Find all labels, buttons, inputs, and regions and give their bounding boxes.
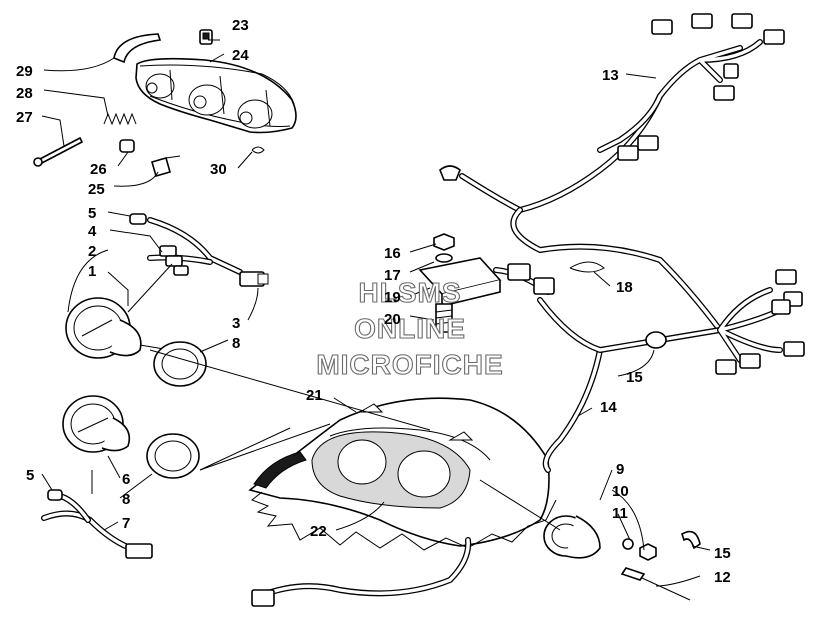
bulb-socket-25 bbox=[151, 155, 181, 177]
callout-22: 22 bbox=[310, 523, 327, 540]
screw-27 bbox=[33, 136, 84, 167]
nut-16 bbox=[433, 233, 455, 251]
callout-1: 1 bbox=[88, 263, 96, 280]
callout-30: 30 bbox=[210, 161, 227, 178]
callout-19: 19 bbox=[384, 289, 401, 306]
regulator-19 bbox=[418, 257, 555, 308]
grommet-10 bbox=[622, 538, 634, 550]
callout-17: 17 bbox=[384, 267, 401, 284]
connector-3 bbox=[239, 271, 269, 287]
callout-9: 9 bbox=[616, 461, 624, 478]
callout-20: 20 bbox=[384, 311, 401, 328]
callout-26: 26 bbox=[90, 161, 107, 178]
watermark-line-1: HLSMS bbox=[359, 277, 462, 308]
nut-11 bbox=[639, 543, 657, 561]
callout-29: 29 bbox=[16, 63, 33, 80]
washer-17 bbox=[435, 253, 453, 263]
callout-28: 28 bbox=[16, 85, 33, 102]
callout-15-right: 15 bbox=[714, 545, 731, 562]
callout-24: 24 bbox=[232, 47, 249, 64]
cable-tie-18 bbox=[569, 261, 605, 273]
decal-22 bbox=[311, 431, 471, 509]
callout-4: 4 bbox=[88, 223, 97, 240]
callout-5-bottom: 5 bbox=[26, 467, 34, 484]
harness-branch-right bbox=[715, 269, 805, 375]
bulb-23 bbox=[199, 29, 213, 45]
bulb-5-bottom bbox=[47, 489, 63, 501]
watermark-line-3: MICROFICHE bbox=[316, 349, 503, 380]
bulb-5-top bbox=[129, 213, 147, 225]
washer-26 bbox=[119, 139, 135, 153]
callout-11: 11 bbox=[612, 505, 628, 522]
bulb-30 bbox=[251, 146, 265, 154]
spring-28 bbox=[103, 112, 137, 126]
callout-25: 25 bbox=[88, 181, 105, 198]
callout-13: 13 bbox=[602, 67, 619, 84]
callout-16: 16 bbox=[384, 245, 401, 262]
cable-12 bbox=[620, 567, 691, 601]
callout-27: 27 bbox=[16, 109, 33, 126]
callout-15-harness: 15 bbox=[626, 369, 643, 386]
callout-21: 21 bbox=[306, 387, 323, 404]
callout-7: 7 bbox=[122, 515, 130, 532]
gauge-harness-4 bbox=[147, 217, 243, 276]
clip-29 bbox=[113, 33, 162, 64]
callout-10: 10 bbox=[612, 483, 629, 500]
main-harness-14 bbox=[251, 93, 723, 607]
speedometer-cable-9 bbox=[543, 515, 601, 559]
callout-2: 2 bbox=[88, 243, 96, 260]
callout-23: 23 bbox=[232, 17, 249, 34]
watermark: HLSMS ONLINE MICROFICHE bbox=[316, 276, 503, 380]
watermark-line-2: ONLINE bbox=[354, 313, 466, 344]
callout-14: 14 bbox=[600, 399, 617, 416]
grommet-15-right bbox=[681, 530, 701, 550]
speedometer-gauge-1 bbox=[65, 297, 171, 359]
harness-branch-13 bbox=[439, 13, 785, 181]
callout-8-bottom: 8 bbox=[122, 491, 130, 508]
callout-5-top: 5 bbox=[88, 205, 96, 222]
headlight-assembly bbox=[135, 57, 297, 134]
grommet-15-harness bbox=[645, 331, 667, 349]
callout-18: 18 bbox=[616, 279, 633, 296]
callout-3: 3 bbox=[232, 315, 240, 332]
leader-lines bbox=[41, 39, 711, 587]
gauge-harness-7 bbox=[41, 493, 153, 559]
callout-12: 12 bbox=[714, 569, 731, 586]
callout-6: 6 bbox=[122, 471, 130, 488]
gauge-ring-8-bottom bbox=[146, 433, 200, 479]
callout-8-top: 8 bbox=[232, 335, 240, 352]
callout-labels: 23 24 29 28 27 26 30 25 5 4 2 1 3 8 5 6 … bbox=[16, 17, 731, 586]
bolt-20 bbox=[435, 303, 453, 333]
tachometer-gauge-6 bbox=[62, 395, 131, 453]
